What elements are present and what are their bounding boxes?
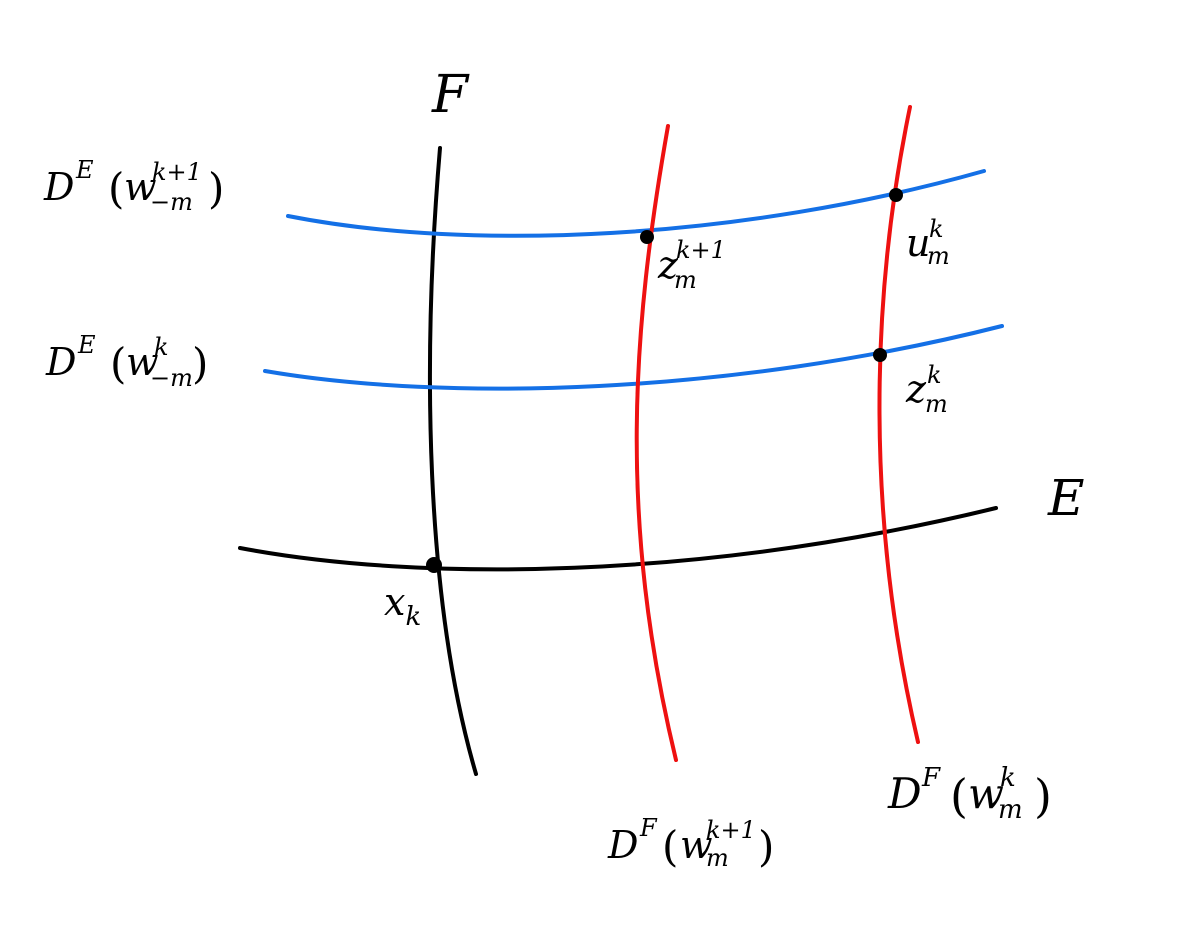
label-e: E	[1047, 469, 1085, 527]
svg-text:m: m	[925, 390, 948, 418]
point-z-k	[873, 348, 887, 362]
label-x-k: xk	[384, 580, 421, 632]
point-u-k	[889, 188, 903, 202]
svg-text:F: F	[921, 763, 941, 793]
svg-text:z: z	[905, 367, 927, 411]
point-x-k	[426, 557, 442, 573]
svg-text:k+1: k+1	[676, 236, 726, 264]
label-df-k1: D F ( w k+1 m )	[607, 814, 774, 872]
svg-text:D: D	[43, 165, 74, 209]
point-z-k1	[640, 230, 654, 244]
svg-text:(: (	[950, 769, 968, 823]
svg-text:D: D	[607, 823, 638, 867]
curve-f	[427, 146, 478, 776]
svg-text:m: m	[706, 844, 729, 872]
svg-text:u: u	[906, 221, 930, 265]
svg-text:k+1: k+1	[152, 158, 202, 186]
svg-text:E: E	[77, 331, 96, 359]
curve-de-k1	[286, 169, 986, 238]
svg-text:(: (	[110, 339, 126, 388]
svg-text:m: m	[927, 242, 950, 270]
curve-df-k1	[634, 124, 678, 762]
label-z-k1: z k+1 m	[657, 236, 726, 294]
label-f: F	[431, 65, 470, 125]
svg-text:k+1: k+1	[706, 816, 756, 844]
label-u-k: u k m	[906, 215, 950, 270]
svg-text:z: z	[657, 243, 679, 287]
svg-text:k: k	[1000, 763, 1016, 793]
svg-text:−m: −m	[150, 364, 193, 392]
svg-text:−m: −m	[150, 188, 193, 216]
svg-text:D: D	[45, 340, 76, 384]
label-de-k1: D E ( w k+1 −m )	[43, 156, 224, 216]
svg-text:F: F	[639, 814, 658, 842]
svg-text:): )	[758, 822, 774, 871]
svg-text:w: w	[968, 769, 1004, 818]
curve-df-k	[877, 105, 920, 744]
label-df-k: D F ( w k m )	[887, 763, 1052, 825]
svg-text:E: E	[75, 156, 94, 184]
svg-text:k: k	[929, 215, 944, 243]
svg-text:w: w	[680, 823, 713, 867]
svg-text:m: m	[998, 795, 1023, 825]
svg-text:w: w	[124, 165, 157, 209]
label-z-k: z k m	[905, 361, 948, 418]
curve-e	[238, 506, 998, 572]
svg-text:): )	[208, 164, 224, 213]
svg-text:): )	[192, 339, 208, 388]
svg-text:k: k	[927, 361, 942, 389]
svg-text:k: k	[154, 333, 169, 361]
label-de-k: D E ( w k −m )	[45, 331, 208, 392]
svg-text:w: w	[126, 340, 159, 384]
curve-de-k	[263, 324, 1004, 391]
svg-text:D: D	[887, 769, 922, 818]
svg-text:): )	[1034, 769, 1052, 823]
svg-text:(: (	[108, 164, 124, 213]
svg-text:m: m	[674, 266, 697, 294]
svg-text:(: (	[662, 822, 678, 871]
